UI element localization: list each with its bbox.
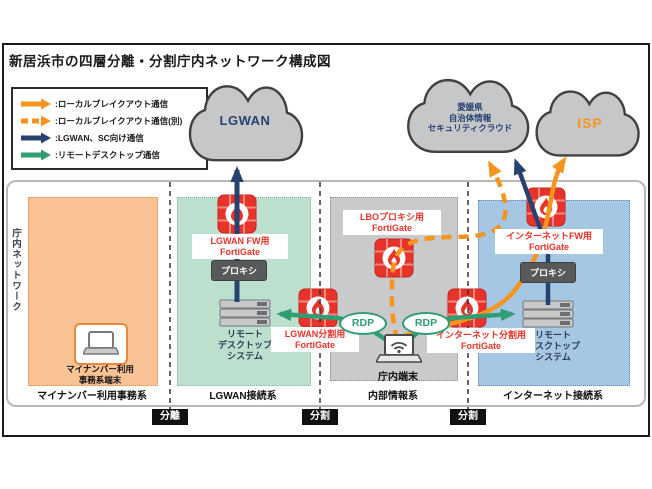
zone-label-mynumber: マイナンバー利用事務系 [37,391,147,402]
rdp-badge-right: RDP [402,312,450,335]
cloud-label-lgwan: LGWAN [219,113,271,128]
terminal-laptop-icon [374,334,424,371]
proxy-box-internet: プロキシ [521,263,576,282]
zone-label-internal: 内部情報系 [368,391,418,402]
legend-label: :LGWAN、SC向け通信 [55,132,144,143]
rdp-badge-left: RDP [339,312,387,335]
fortigate-lgwan-split-icon [298,288,338,328]
legend-item-lbo: :ローカルブレイクアウト通信 [19,95,201,112]
zone-label-lgwan: LGWAN接続系 [209,391,277,402]
proxy-box-lgwan: プロキシ [212,261,267,280]
fortigate-label-lbo-proxy: LBOプロキシ用 FortiGate [343,210,441,236]
fortigate-internet-fw-icon [526,187,566,227]
legend-item-rdp: :リモートデスクトップ通信 [19,146,201,163]
network-vertical-label: 庁内ネットワーク [10,228,21,312]
diagram-title: 新居浜市の四層分離・分割庁内ネットワーク構成図 [9,54,331,69]
green-solid-arrow-icon [21,149,51,160]
cloud-label-isp: ISP [577,115,603,131]
fortigate-lbo-proxy-icon [374,238,414,278]
fortigate-label-internet-fw: インターネットFW用 FortiGate [495,229,603,255]
fortigate-internet-split-icon [447,288,487,328]
separator-badge-2: 分割 [302,409,338,425]
orange-dashed-arrow-icon [21,115,51,126]
zone-label-internet: インターネット接続系 [503,391,603,402]
legend-item-lbo-alt: :ローカルブレイクアウト通信(別) [19,112,201,129]
mynumber-laptop-icon [74,323,128,365]
fortigate-label-internet-split: インターネット分割用 FortiGate [427,328,535,354]
legend-label: :リモートデスクトップ通信 [55,149,160,160]
legend: :ローカルブレイクアウト通信 :ローカルブレイクアウト通信(別) :LGWAN、… [11,87,208,170]
navy-solid-arrow-icon [21,132,51,143]
mynumber-terminal-label: マイナンバー利用 事務系端末 [66,364,134,385]
cloud-label-ehime: 愛媛県 自治体情報 セキュリティクラウド [427,102,513,134]
separator-badge-1: 分離 [152,409,188,425]
legend-item-lgwan-sc: :LGWAN、SC向け通信 [19,129,201,146]
legend-label: :ローカルブレイクアウト通信(別) [55,115,183,126]
fortigate-label-lgwan-fw: LGWAN FW用 FortiGate [192,234,288,260]
separator-badge-3: 分割 [450,409,486,425]
fortigate-lgwan-fw-icon [217,194,257,234]
server-icon-lgwan-rds [219,299,271,332]
orange-solid-arrow-icon [21,98,51,109]
legend-label: :ローカルブレイクアウト通信 [55,98,169,109]
